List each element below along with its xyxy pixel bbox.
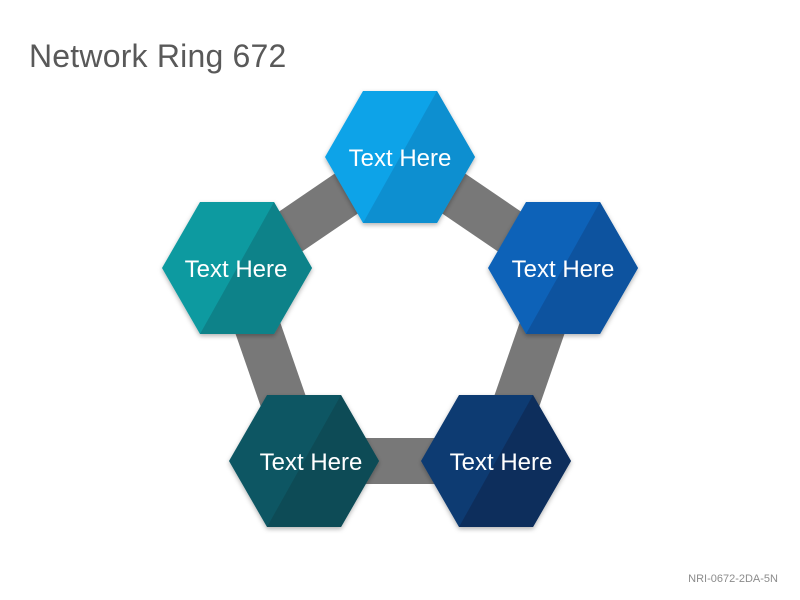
ring-node-top [325, 91, 475, 223]
node-label-bottom-right: Text Here [450, 449, 553, 476]
hexagon-shade [200, 202, 312, 334]
ring-node-bottom-left [229, 395, 379, 527]
ring-node-right [488, 202, 638, 334]
node-label-right: Text Here [512, 256, 615, 283]
hexagon-shade [363, 91, 475, 223]
node-label-top: Text Here [349, 145, 452, 172]
ring-node-left [162, 202, 312, 334]
hexagon-shade [526, 202, 638, 334]
node-label-bottom-left: Text Here [260, 449, 363, 476]
node-label-left: Text Here [185, 256, 288, 283]
hexagon-shade [267, 395, 379, 527]
ring-node-bottom-right [421, 395, 571, 527]
page-title: Network Ring 672 [29, 38, 287, 74]
footer-code: NRI-0672-2DA-5N [688, 573, 778, 585]
hexagon-shade [459, 395, 571, 527]
